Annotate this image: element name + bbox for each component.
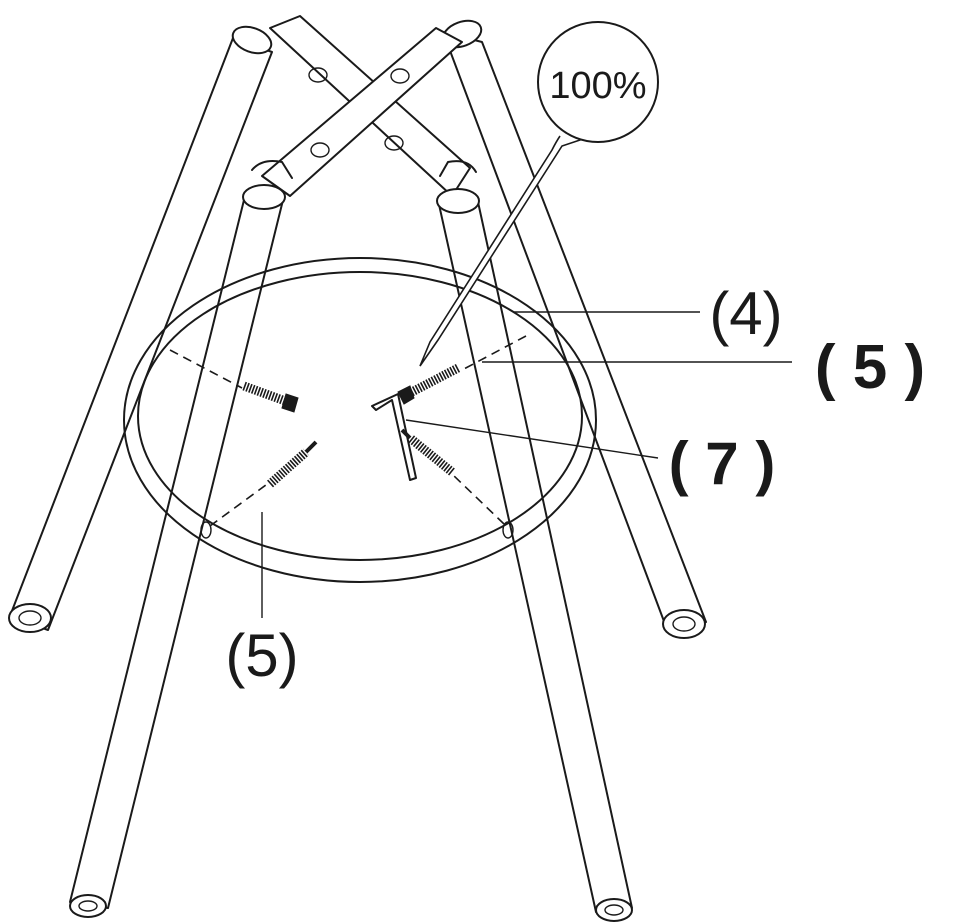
brace-hole bbox=[308, 67, 328, 83]
screw-bottom-left bbox=[267, 440, 318, 488]
brace-hole bbox=[384, 135, 404, 151]
footrest-ring bbox=[123, 257, 597, 583]
ring-hole-right bbox=[502, 521, 514, 539]
leader-hex-key bbox=[405, 419, 659, 459]
ring-hole-left bbox=[200, 521, 212, 539]
screw-bottom-part-label: (5) bbox=[225, 622, 298, 689]
screw-right-part-label: ( 5 ) bbox=[815, 333, 925, 402]
leader-lines bbox=[261, 311, 792, 618]
brace-hole bbox=[310, 142, 330, 158]
screw-top-right bbox=[397, 364, 461, 405]
callout-balloon bbox=[537, 21, 659, 143]
hex-key-part-label: ( 7 ) bbox=[669, 430, 776, 497]
brace-hole bbox=[390, 68, 410, 84]
hex-key bbox=[371, 393, 417, 481]
cross-brace-b bbox=[261, 27, 463, 197]
ring-part-label: (4) bbox=[709, 280, 782, 347]
leg-back-left bbox=[8, 25, 273, 633]
leg-front-right bbox=[436, 160, 633, 922]
leg-front-left bbox=[69, 160, 293, 918]
torque-label: 100% bbox=[549, 65, 646, 107]
screw-top-left bbox=[242, 381, 299, 413]
torque-callout: 100% bbox=[419, 21, 659, 367]
screw-path-lines bbox=[169, 335, 527, 527]
